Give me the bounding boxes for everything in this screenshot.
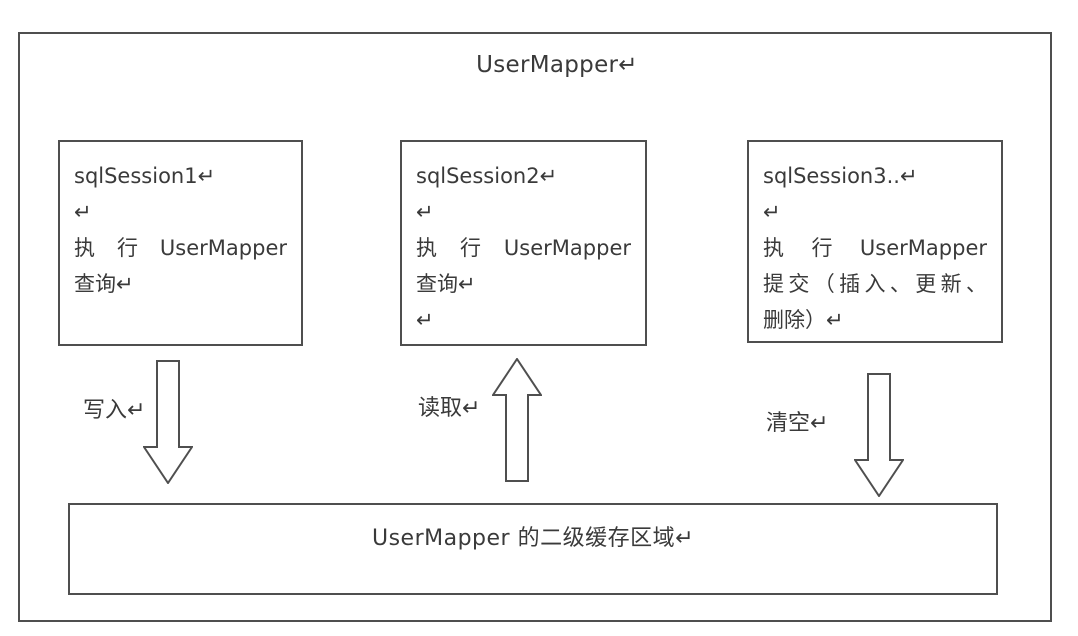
box-text-line: 提交（插入、更新、 bbox=[763, 272, 987, 296]
write-label: 写入↵ bbox=[83, 398, 146, 423]
up-arrow-icon bbox=[492, 358, 542, 482]
box-text-line: sqlSession2↵ bbox=[416, 164, 558, 188]
box-text-line: 删除）↵ bbox=[763, 308, 844, 332]
sqlsession2-box: sqlSession2↵ ↵ 执 行 UserMapper 查询↵ ↵ bbox=[400, 140, 647, 346]
box-text-line: ↵ bbox=[74, 200, 92, 224]
box-text-line: sqlSession1↵ bbox=[74, 164, 216, 188]
box-text-line: 执 行 UserMapper bbox=[416, 236, 631, 260]
down-arrow-icon bbox=[143, 360, 193, 484]
box-text-line: 查询↵ bbox=[74, 272, 134, 296]
diagram-title: UserMapper↵ bbox=[476, 52, 638, 78]
down-arrow-icon bbox=[854, 373, 904, 497]
read-label: 读取↵ bbox=[418, 396, 481, 421]
box-text-line: ↵ bbox=[416, 200, 434, 224]
box-text-line: ↵ bbox=[416, 308, 434, 332]
sqlsession1-box: sqlSession1↵ ↵ 执 行 UserMapper 查询↵ bbox=[58, 140, 303, 346]
box-text-line: ↵ bbox=[763, 200, 781, 224]
sqlsession3-box: sqlSession3..↵ ↵ 执 行 UserMapper 提交（插入、更新… bbox=[747, 140, 1003, 343]
cache-region-label: UserMapper 的二级缓存区域↵ bbox=[371, 526, 695, 551]
clear-label: 清空↵ bbox=[766, 411, 829, 436]
box-text-line: 查询↵ bbox=[416, 272, 476, 296]
cache-region-box: UserMapper 的二级缓存区域↵ bbox=[68, 503, 998, 595]
box-text-line: sqlSession3..↵ bbox=[763, 164, 918, 188]
box-text-line: 执 行 UserMapper bbox=[763, 236, 987, 260]
box-text-line: 执 行 UserMapper bbox=[74, 236, 287, 260]
